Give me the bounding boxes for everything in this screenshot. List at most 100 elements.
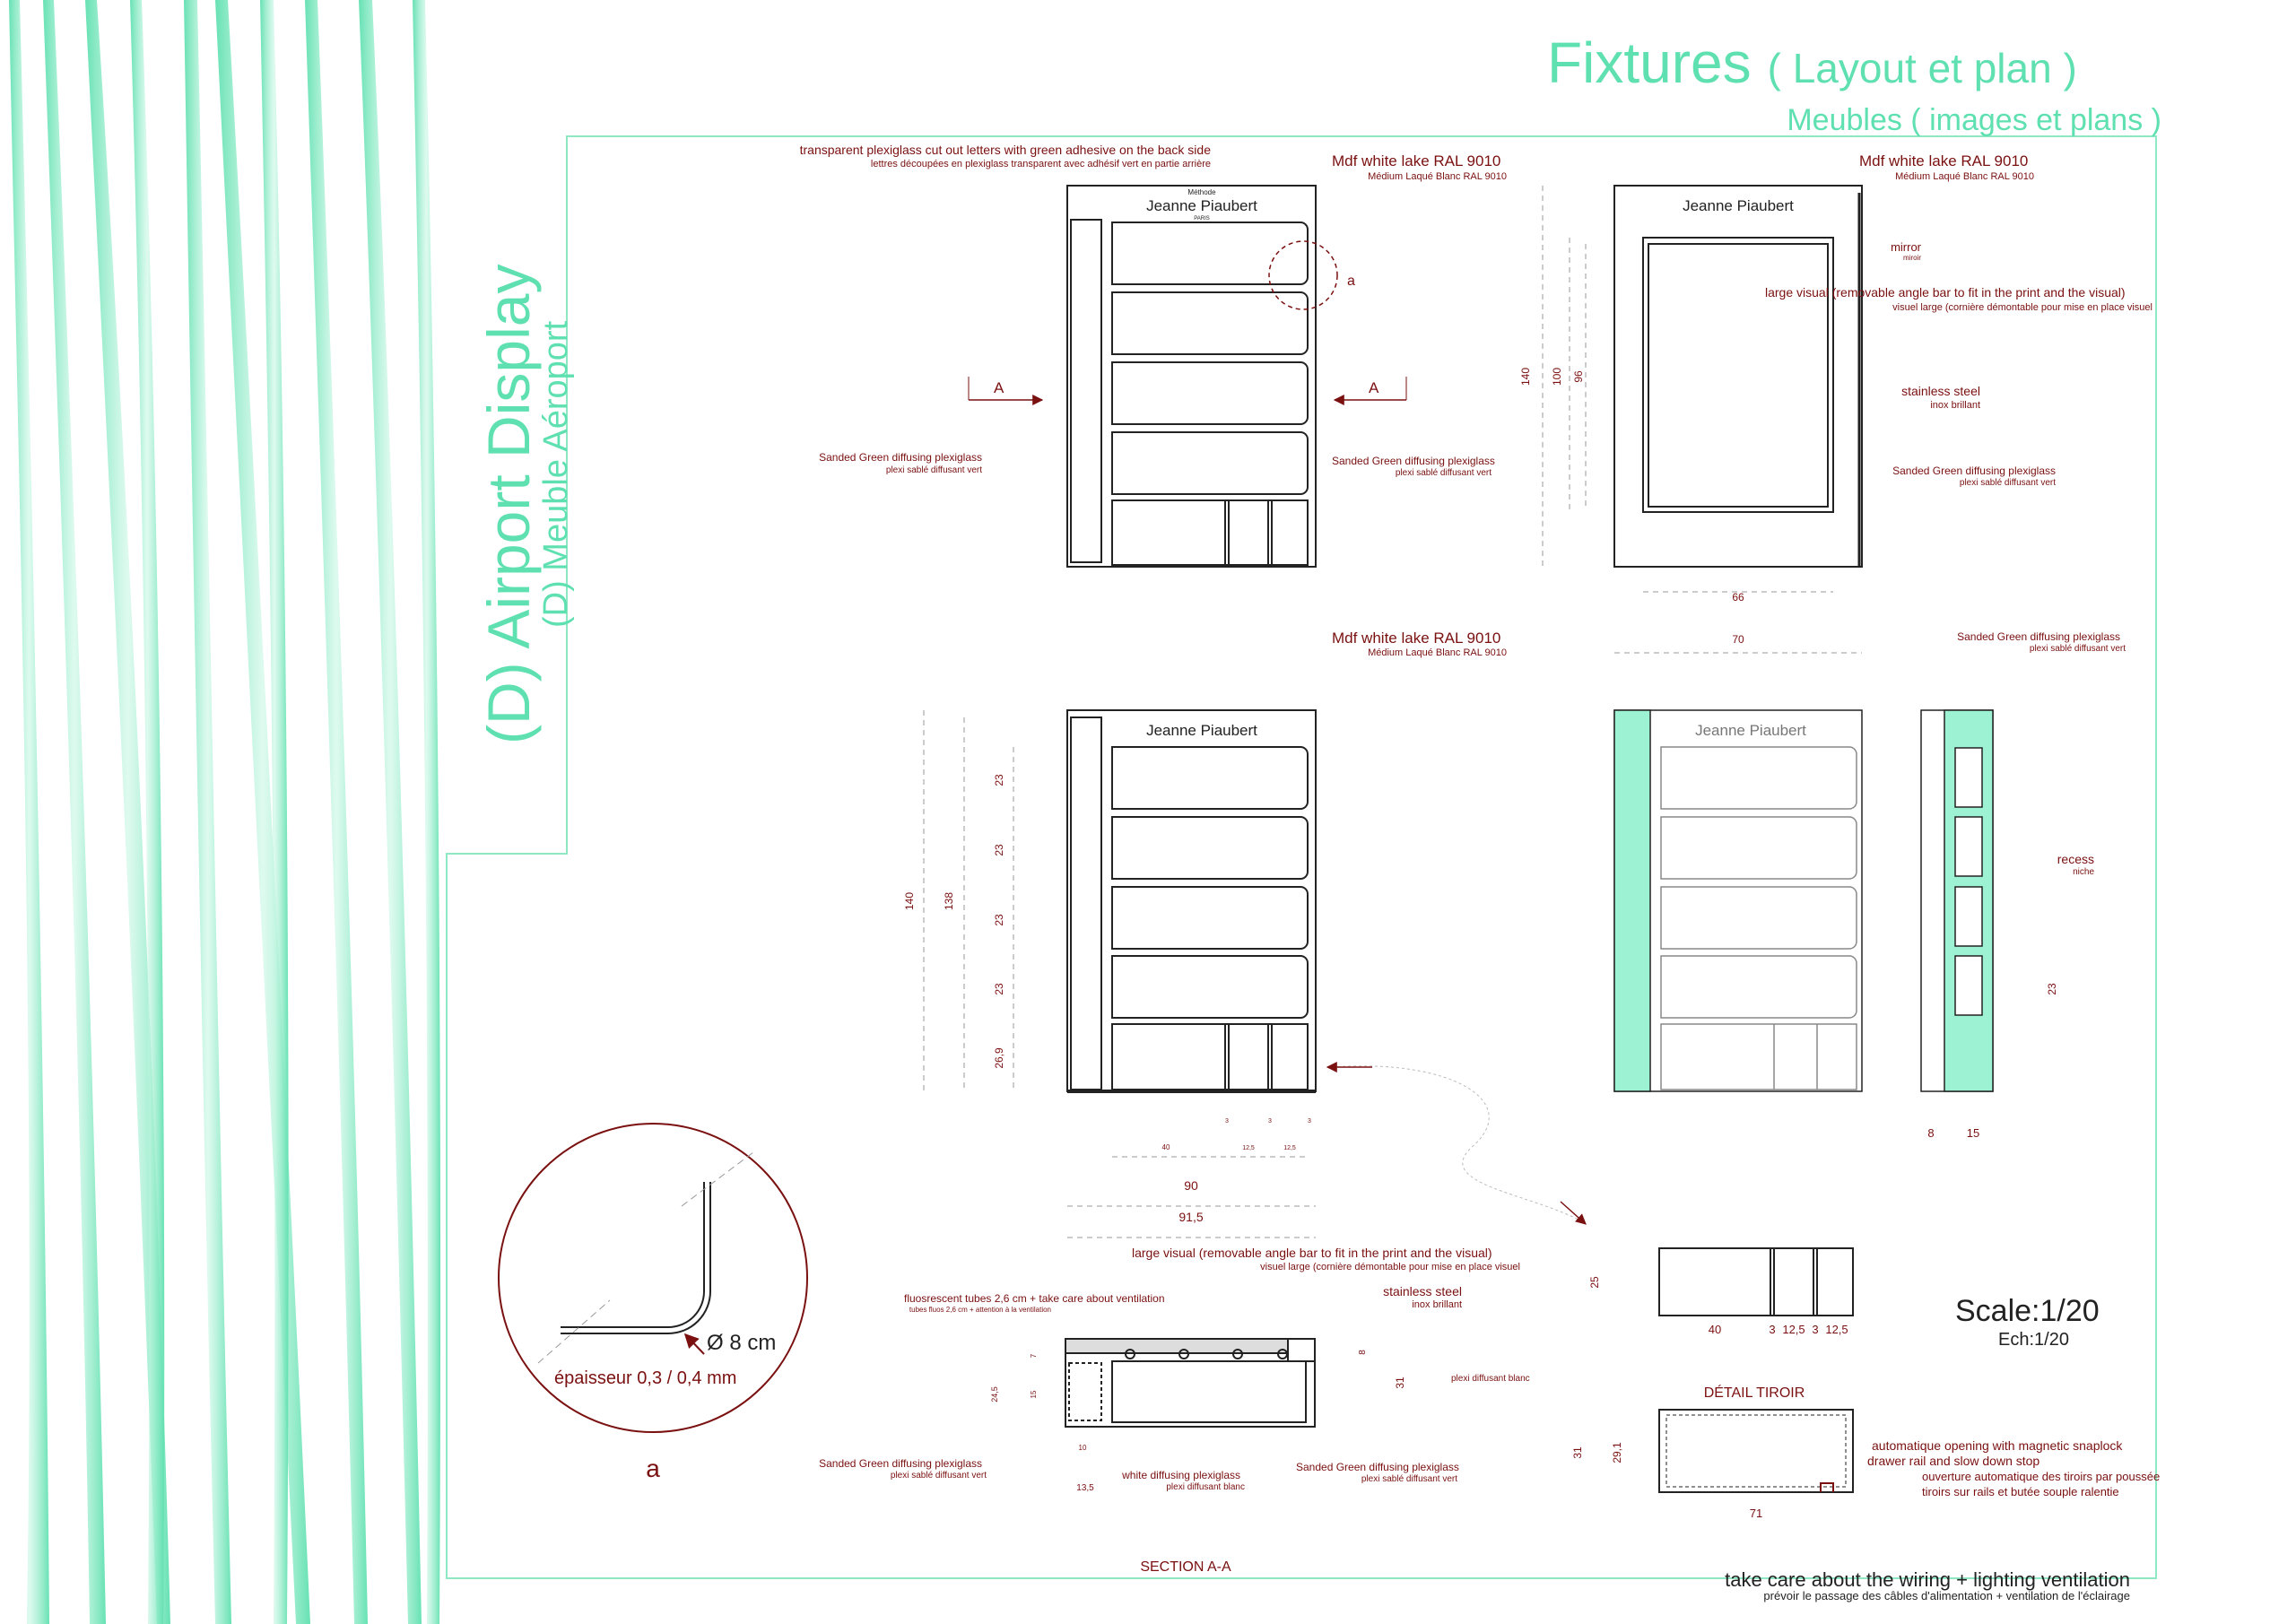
dim-dr-3b: 3 — [1812, 1323, 1818, 1336]
dim-dr-125a: 12,5 — [1782, 1323, 1805, 1336]
svg-text:A: A — [994, 379, 1004, 396]
dim-sec-10: 10 — [1079, 1444, 1087, 1452]
steel-label-section-fr: inox brillant — [1412, 1299, 1462, 1310]
dim-shelf-1: 23 — [993, 774, 1005, 786]
back-dimension-lines — [1542, 186, 1862, 654]
dim-back-100: 100 — [1551, 368, 1563, 386]
steel-label-back-fr: inox brillant — [1930, 400, 1980, 411]
section-title: SECTION A-A — [1140, 1559, 1231, 1575]
dim-w125-a: 12,5 — [1242, 1145, 1255, 1151]
dim-w125-b: 12,5 — [1283, 1145, 1296, 1151]
drawer-label-en2: drawer rail and slow down stop — [1867, 1454, 2039, 1468]
page-subtitle: Meubles ( images et plans ) — [1787, 103, 2161, 137]
leader-arrow-right — [1560, 1201, 1587, 1225]
dim-w90: 90 — [1184, 1178, 1198, 1193]
sanded-label-1-fr: plexi sablé diffusant vert — [886, 465, 982, 475]
sanded-label-5: Sanded Green diffusing plexiglass — [819, 1457, 982, 1470]
diameter-arrow — [683, 1333, 705, 1355]
steel-label-back: stainless steel — [1901, 384, 1980, 398]
dim-shelf-4: 23 — [993, 983, 1005, 995]
steel-label-section: stainless steel — [1383, 1284, 1462, 1298]
visual-label-back: large visual (removable angle bar to fit… — [1765, 285, 2126, 300]
dim-shelf-2: 23 — [993, 844, 1005, 856]
back-elevation — [1613, 185, 1863, 568]
dim-front-138: 138 — [943, 892, 955, 910]
brand-logo-back: Jeanne Piaubert — [1683, 197, 1794, 214]
front-elevation-dimensioned — [1066, 709, 1317, 1093]
dim-shelf-3: 23 — [993, 914, 1005, 926]
diameter-label: Ø 8 cm — [707, 1331, 776, 1355]
dim-back-66: 66 — [1732, 591, 1744, 604]
detail-marker-a: a — [1347, 274, 1355, 289]
white-plexi-label-fr: plexi diffusant blanc — [1166, 1482, 1245, 1492]
drawer-label-en1: automatique opening with magnetic snaplo… — [1872, 1438, 2123, 1453]
thickness-label: épaisseur 0,3 / 0,4 mm — [554, 1368, 736, 1388]
sanded-label-3: Sanded Green diffusing plexiglass — [1892, 465, 2056, 477]
front-elevation-top — [1066, 185, 1338, 568]
drawer-front — [1658, 1247, 1854, 1316]
dim-sec-245: 24,5 — [990, 1386, 999, 1403]
dim-w915: 91,5 — [1178, 1210, 1203, 1224]
mdf-label-mid-fr: Médium Laqué Blanc RAL 9010 — [1368, 647, 1507, 658]
dim-w3-a: 3 — [1225, 1118, 1229, 1125]
dim-back-70: 70 — [1732, 633, 1744, 646]
dim-base: 26,9 — [993, 1047, 1005, 1069]
white-plexi-label: white diffusing plexiglass — [1121, 1469, 1240, 1481]
detail-circle — [498, 1123, 808, 1433]
drawer-label-fr2: tiroirs sur rails et butée souple ralent… — [1922, 1485, 2119, 1498]
sanded-label-4: Sanded Green diffusing plexiglass — [1957, 630, 2120, 643]
sanded-label-3-fr: plexi sablé diffusant vert — [1960, 478, 2056, 488]
dim-dr-25: 25 — [1588, 1276, 1601, 1289]
sanded-label-1: Sanded Green diffusing plexiglass — [819, 451, 982, 464]
drawer-title: DÉTAIL TIROIR — [1704, 1384, 1805, 1401]
front-elevation-rendered — [1613, 709, 1863, 1092]
recess-label-fr: niche — [2073, 867, 2094, 877]
mdf-label: Mdf white lake RAL 9010 — [1332, 152, 1500, 169]
recess-label: recess — [2057, 852, 2094, 866]
mirror-label-fr: miroir — [1903, 254, 1921, 262]
visual-label-section-fr: visuel large (cornière démontable pour m… — [1260, 1262, 1520, 1272]
dim-back-96: 96 — [1572, 370, 1585, 383]
dim-dr-291: 29,1 — [1611, 1442, 1623, 1463]
letters-label-fr: lettres découpées en plexiglass transpar… — [871, 159, 1211, 169]
mdf-label-back-fr: Médium Laqué Blanc RAL 9010 — [1895, 171, 2034, 182]
section-marker-left: A — [968, 377, 1044, 405]
brand-city: PARIS — [1194, 216, 1210, 221]
dim-dr-31: 31 — [1571, 1446, 1584, 1459]
side-elevation — [1920, 709, 1994, 1092]
letters-label: transparent plexiglass cut out letters w… — [800, 143, 1212, 157]
sanded-label-6-fr: plexi sablé diffusant vert — [1361, 1474, 1457, 1484]
dim-side-15: 15 — [1967, 1126, 1979, 1140]
sanded-label-2-fr: plexi sablé diffusant vert — [1396, 468, 1492, 478]
side-title: (D) Airport Display — [475, 265, 542, 744]
dim-dr-125b: 12,5 — [1825, 1323, 1848, 1336]
mdf-label-back: Mdf white lake RAL 9010 — [1859, 152, 2028, 169]
drawer-section — [1658, 1409, 1854, 1493]
dim-sec-7: 7 — [1030, 1353, 1038, 1358]
sheet-frame — [446, 135, 2157, 1579]
dim-w3-b: 3 — [1268, 1118, 1272, 1125]
sanded-label-2: Sanded Green diffusing plexiglass — [1332, 455, 1495, 467]
section-drawing — [1065, 1338, 1316, 1428]
section-marker-right: A — [1333, 377, 1407, 405]
mdf-label-fr: Médium Laqué Blanc RAL 9010 — [1368, 171, 1507, 182]
dim-side-8: 8 — [1927, 1126, 1934, 1140]
dim-sec-8: 8 — [1358, 1350, 1368, 1355]
fluo-label: fluosrescent tubes 2,6 cm + take care ab… — [904, 1292, 1165, 1305]
scale-label: Scale:1/20 — [1955, 1294, 2100, 1328]
mirror-label: mirror — [1891, 240, 1922, 254]
wiring-note-fr: prévoir le passage des câbles d'alimenta… — [1763, 1589, 2130, 1602]
decorative-stripes — [9, 0, 441, 1624]
front-dimension-lines — [923, 710, 1316, 1238]
dim-dr-40: 40 — [1709, 1323, 1721, 1336]
dim-dr-3a: 3 — [1769, 1323, 1775, 1336]
dim-w3-c: 3 — [1308, 1118, 1311, 1125]
brand-small: Méthode — [1187, 188, 1216, 196]
mdf-label-mid: Mdf white lake RAL 9010 — [1332, 630, 1500, 647]
dim-w40: 40 — [1162, 1143, 1170, 1151]
dim-sec-135: 13,5 — [1076, 1483, 1094, 1493]
leader-curve — [1331, 1065, 1579, 1220]
brand-logo: Jeanne Piaubert — [1146, 197, 1257, 214]
side-subtitle: (D) Meuble Aéroport — [537, 320, 575, 628]
visual-label-section: large visual (removable angle bar to fit… — [1132, 1246, 1492, 1260]
